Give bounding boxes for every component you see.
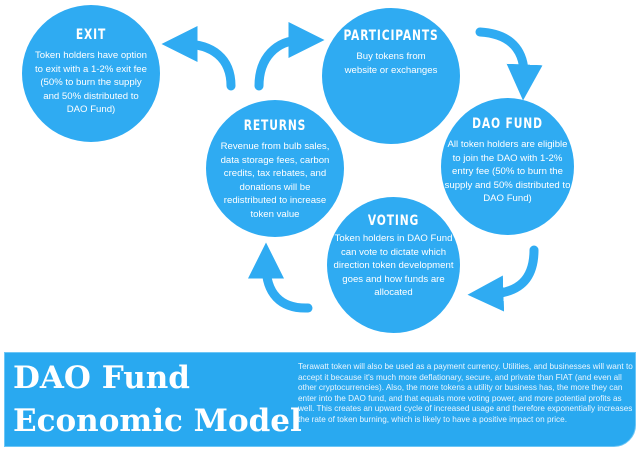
step-voting: VOTING Token holders in DAO Fund can vot… xyxy=(327,197,460,333)
step-text: Token holders in DAO Fund can vote to di… xyxy=(333,233,454,298)
step-exit: EXIT Token holders have option to exit w… xyxy=(22,5,160,142)
step-title: DAO FUND xyxy=(472,116,543,132)
step-title: RETURNS xyxy=(243,118,307,134)
arrow-returns-to-exit xyxy=(161,26,236,91)
step-title: EXIT xyxy=(75,27,107,43)
step-text: All token holders are eligible to join t… xyxy=(444,139,571,204)
step-text: Buy tokens from website or exchanges xyxy=(344,51,438,76)
banner-title: DAO Fund Economic Model xyxy=(13,357,302,443)
summary-banner: DAO Fund Economic Model Terawatt token w… xyxy=(4,352,636,447)
banner-description: Terawatt token will also be used as a pa… xyxy=(298,362,633,424)
arrow-participants-to-dao xyxy=(475,27,543,101)
banner-title-line1: DAO Fund xyxy=(13,360,190,396)
arrow-voting-to-returns xyxy=(248,242,313,313)
step-dao-fund: DAO FUND All token holders are eligible … xyxy=(441,98,574,235)
step-text: Revenue from bulb sales, data storage fe… xyxy=(220,141,330,220)
step-text: Token holders have option to exit with a… xyxy=(34,50,147,115)
flow-arrows xyxy=(161,22,543,313)
arrow-returns-to-participants xyxy=(254,22,325,91)
step-returns: RETURNS Revenue from bulb sales, data st… xyxy=(206,100,344,237)
arrow-dao-to-voting xyxy=(467,245,539,312)
step-title: PARTICIPANTS xyxy=(343,28,439,44)
step-title: VOTING xyxy=(367,213,420,229)
step-participants: PARTICIPANTS Buy tokens from website or … xyxy=(322,8,460,144)
banner-title-line2: Economic Model xyxy=(13,403,302,439)
